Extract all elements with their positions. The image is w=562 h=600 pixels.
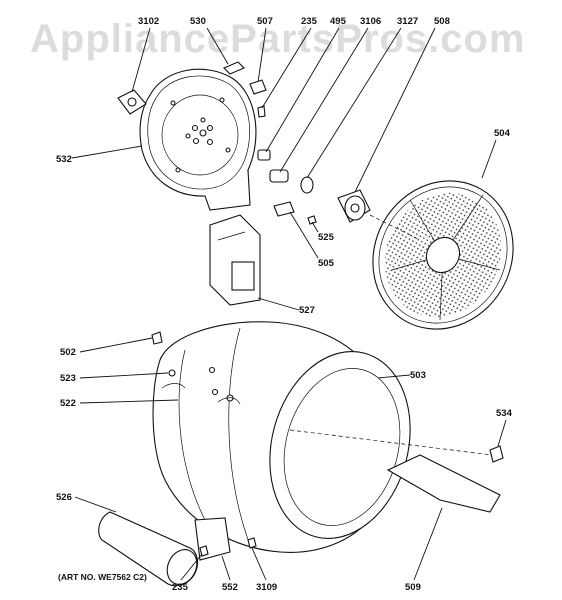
rear-drum-panel xyxy=(372,180,514,330)
roller-bracket xyxy=(117,89,147,115)
label-505: 505 xyxy=(318,258,335,269)
rear-bulkhead xyxy=(139,68,257,211)
alignment-line-baffle xyxy=(289,429,493,456)
screw-part xyxy=(257,105,266,118)
label-235-top: 235 xyxy=(301,16,318,27)
label-502: 502 xyxy=(60,347,76,358)
bushing-part xyxy=(269,169,289,183)
bearing-part xyxy=(249,79,267,95)
shaft-part xyxy=(257,149,271,161)
leader-lines xyxy=(71,27,507,581)
small-bracket xyxy=(273,201,295,217)
label-534: 534 xyxy=(496,408,513,419)
label-509: 509 xyxy=(405,582,421,593)
alignment-line-hub xyxy=(369,214,421,241)
watermark-text: AppliancePartsPros.com xyxy=(30,17,526,61)
washer-part xyxy=(300,176,314,194)
thermostat-part xyxy=(194,517,231,561)
label-526: 526 xyxy=(56,492,72,503)
baffle-screw xyxy=(489,445,504,463)
label-3127: 3127 xyxy=(397,16,418,27)
label-527: 527 xyxy=(299,305,315,316)
label-3106: 3106 xyxy=(360,16,381,27)
label-523: 523 xyxy=(60,373,76,384)
thermostat-screw xyxy=(247,537,257,549)
drum-screw xyxy=(151,331,163,345)
label-507: 507 xyxy=(257,16,273,27)
heater-housing xyxy=(98,511,199,587)
label-532: 532 xyxy=(56,154,72,165)
small-screw xyxy=(307,215,317,225)
dryer-drum xyxy=(152,321,411,553)
label-3102: 3102 xyxy=(138,16,159,27)
art-number: (ART NO. WE7562 C2) xyxy=(58,572,147,582)
label-525: 525 xyxy=(318,232,335,243)
label-552: 552 xyxy=(222,582,238,593)
label-508: 508 xyxy=(434,16,450,27)
label-530: 530 xyxy=(190,16,206,27)
roller-part xyxy=(223,61,245,75)
drum-baffle xyxy=(386,454,501,513)
drum-support-bracket xyxy=(209,214,261,306)
hub-part xyxy=(337,189,371,223)
label-504: 504 xyxy=(494,128,511,139)
label-522: 522 xyxy=(60,398,76,409)
label-495: 495 xyxy=(330,16,347,27)
label-3109: 3109 xyxy=(256,582,277,593)
heater-screw xyxy=(199,545,209,557)
label-503: 503 xyxy=(410,370,426,381)
label-235-bottom: 235 xyxy=(172,582,189,593)
